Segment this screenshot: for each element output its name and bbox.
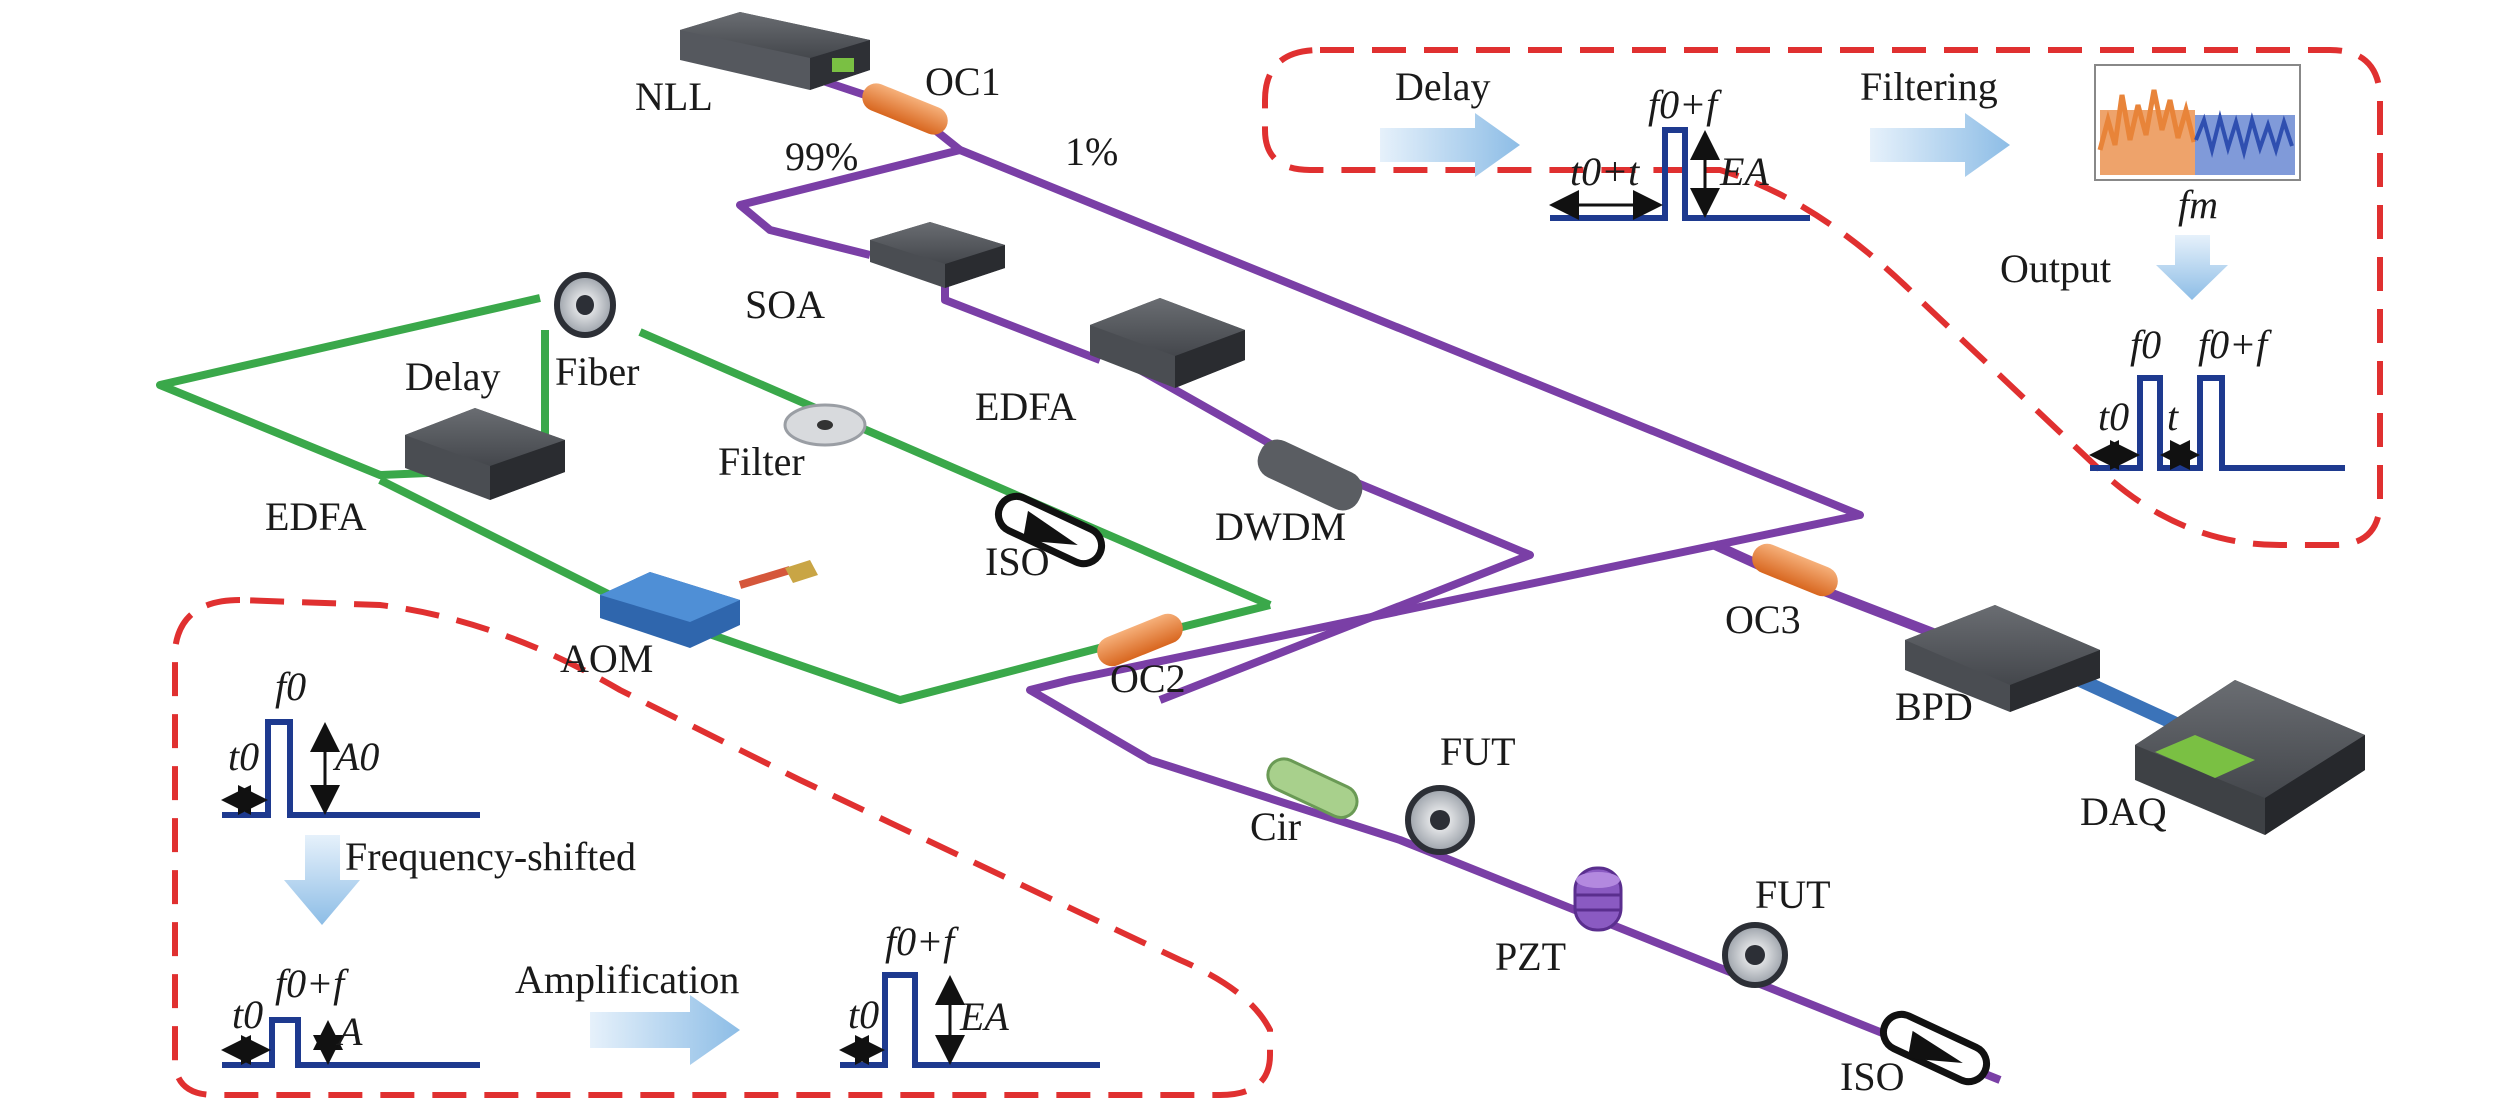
aom-device <box>600 560 818 648</box>
amplification-label: Amplification <box>515 957 739 1002</box>
dwdm-label: DWDM <box>1215 504 1346 549</box>
oc1-label: OC1 <box>925 59 1001 104</box>
fm-label: fm <box>2178 182 2218 227</box>
soa-device <box>870 222 1005 288</box>
circulator-device <box>1266 757 1359 820</box>
frequency-shift-arrow <box>284 835 360 925</box>
bottom-pulse-a-freq: f0 <box>275 664 306 709</box>
bottom-inset-border <box>172 596 1273 1098</box>
top-pulse1-time: t0+t <box>1570 149 1640 194</box>
daq-device <box>2135 680 2365 835</box>
pzt-device <box>1573 866 1623 932</box>
delay-arrow <box>1380 113 1520 177</box>
top-pulse1-freq: f0+f <box>1648 82 1722 127</box>
spectrum-thumbnail <box>2094 64 2301 181</box>
edfa-top-label: EDFA <box>975 384 1077 429</box>
filtering-arrow <box>1870 113 2010 177</box>
edfa-left-label: EDFA <box>265 494 367 539</box>
oc2-label: OC2 <box>1110 656 1186 701</box>
oc3-coupler <box>1752 543 1838 597</box>
oc3-label: OC3 <box>1725 597 1801 642</box>
bottom-pulse-c-freq: f0+f <box>885 919 959 964</box>
frequency-shifted-label: Frequency-shifted <box>345 834 636 879</box>
top-pulse1-amp: EA <box>1719 149 1769 194</box>
aom-rf-cable <box>738 566 792 589</box>
filter-label: Filter <box>718 439 805 484</box>
pzt-label: PZT <box>1495 934 1566 979</box>
edfa-left-device <box>405 408 565 500</box>
nll-laser <box>680 12 870 90</box>
dwdm-device <box>1257 439 1363 511</box>
nll-label: NLL <box>635 74 713 119</box>
filter-device <box>783 403 867 447</box>
bottom-pulse-c <box>840 972 1100 1068</box>
fut2-label: FUT <box>1755 872 1831 917</box>
green-fiber-loop <box>156 294 549 479</box>
output-f0f: f0+f <box>2198 322 2272 367</box>
bottom-pulse-a <box>222 719 480 818</box>
output-t0: t0 <box>2098 394 2129 439</box>
delay-label: Delay <box>405 354 501 399</box>
bottom-pulse-b <box>222 1017 480 1068</box>
soa-label: SOA <box>745 282 825 327</box>
edfa-top-device <box>1090 298 1245 388</box>
amplification-arrow <box>590 995 740 1065</box>
top-delay-label: Delay <box>1395 64 1491 109</box>
oc1-coupler <box>862 83 948 135</box>
bottom-pulse-c-amp: EA <box>959 994 1009 1039</box>
daq-label: DAQ <box>2080 789 2167 834</box>
top-inset-border <box>1262 47 2383 548</box>
iso-mid-label: ISO <box>985 539 1049 584</box>
output-arrow <box>2156 235 2228 300</box>
fut2-fiber-spool <box>1722 922 1788 988</box>
bpd-label: BPD <box>1895 684 1973 729</box>
green-fiber-upper <box>638 328 1272 609</box>
fiber-label: Fiber <box>555 349 639 394</box>
pct99-label: 99% <box>785 134 858 179</box>
bpd-device <box>1905 605 2100 712</box>
iso-end-label: ISO <box>1840 1054 1904 1099</box>
pct1-label: 1% <box>1065 129 1118 174</box>
isolator-mid <box>994 492 1106 568</box>
isolator-end <box>1879 1010 1991 1086</box>
aom-label: AOM <box>560 636 653 681</box>
fut1-label: FUT <box>1440 729 1516 774</box>
fut1-fiber-spool <box>1405 785 1475 855</box>
top-filtering-label: Filtering <box>1860 64 1998 109</box>
oc2-coupler <box>1097 613 1183 667</box>
bottom-pulse-a-time: t0 <box>228 734 259 779</box>
purple-fiber-1pct <box>958 146 2002 1084</box>
output-f0: f0 <box>2130 322 2161 367</box>
bottom-pulse-b-time: t0 <box>232 992 263 1037</box>
bottom-pulse-b-amp: A <box>335 1009 363 1054</box>
bottom-pulse-c-time: t0 <box>848 992 879 1037</box>
bottom-pulse-b-freq: f0+f <box>275 961 349 1006</box>
cir-label: Cir <box>1250 804 1301 849</box>
top-output-label: Output <box>2000 246 2111 291</box>
output-t: t <box>2167 394 2179 439</box>
delay-fiber-spool <box>554 272 616 338</box>
bottom-pulse-a-amp: A0 <box>332 734 379 779</box>
